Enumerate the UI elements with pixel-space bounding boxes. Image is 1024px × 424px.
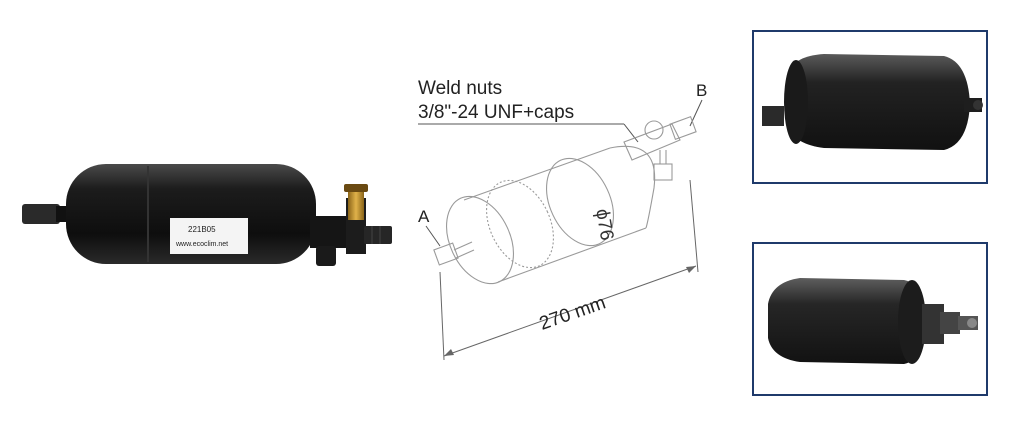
thumbnail-top	[752, 30, 988, 184]
port-b-label: B	[696, 81, 707, 100]
receiver-drier-photo: 221B05 www.ecoclim.net	[22, 164, 392, 266]
technical-drawing: Weld nuts 3/8"-24 UNF+caps B A	[410, 60, 740, 380]
receiver-drier-view-1	[762, 54, 983, 150]
product-photo-main: 221B05 www.ecoclim.net	[0, 120, 410, 290]
dimension-drawing: Weld nuts 3/8"-24 UNF+caps B A	[418, 78, 707, 361]
thread-spec-note: 3/8"-24 UNF+caps	[418, 102, 574, 123]
product-label	[170, 218, 248, 254]
product-code: 221B05	[188, 225, 216, 234]
length-dimension: 270 mm	[537, 293, 609, 335]
receiver-drier-view-2	[768, 278, 978, 364]
weld-nuts-note: Weld nuts	[418, 78, 502, 99]
product-website: www.ecoclim.net	[175, 241, 228, 248]
thumbnail-bottom	[752, 242, 988, 396]
diameter-label: ϕ76	[591, 207, 617, 242]
port-a-label: A	[418, 207, 430, 226]
schrader-valve	[348, 190, 364, 220]
